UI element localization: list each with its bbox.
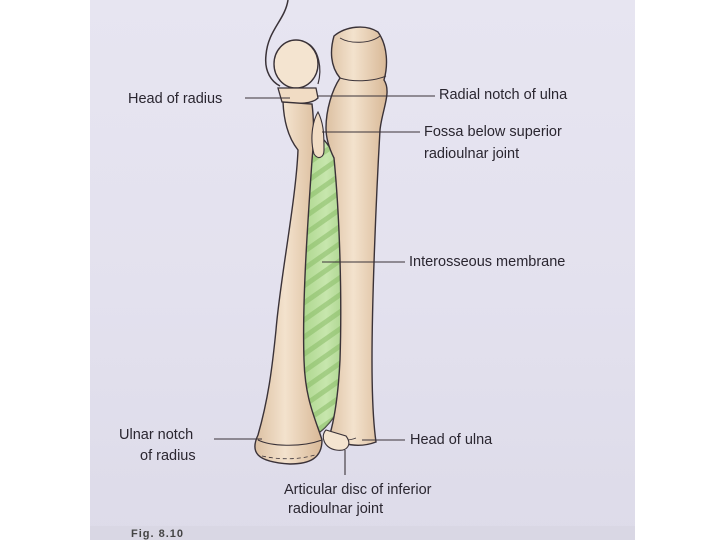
capitulum-ball [273,39,319,89]
label-head-of-radius: Head of radius [128,91,223,107]
caption-strip [90,526,635,540]
label-interosseous-membrane: Interosseous membrane [409,254,566,270]
label-ulnar-notch-line1: Ulnar notch [119,427,194,443]
label-articular-disc-line1: Articular disc of inferior [284,482,432,498]
label-ulnar-notch-line2: of radius [140,448,196,464]
articular-disc-shape [322,429,350,451]
leader-lines [214,95,435,475]
label-head-of-ulna: Head of ulna [410,432,493,448]
label-radial-notch-of-ulna: Radial notch of ulna [439,87,568,103]
label-fossa-line1: Fossa below superior [424,124,562,140]
radius-bone [254,39,323,465]
humerus-outline [264,0,289,87]
head-of-radius-shape [277,87,319,104]
figure-caption-fragment: Fig. 8.10 [131,528,185,540]
label-fossa-line2: radioulnar joint [424,146,520,162]
label-articular-disc-line2: radioulnar joint [288,501,384,517]
fossa-shape [311,110,325,159]
